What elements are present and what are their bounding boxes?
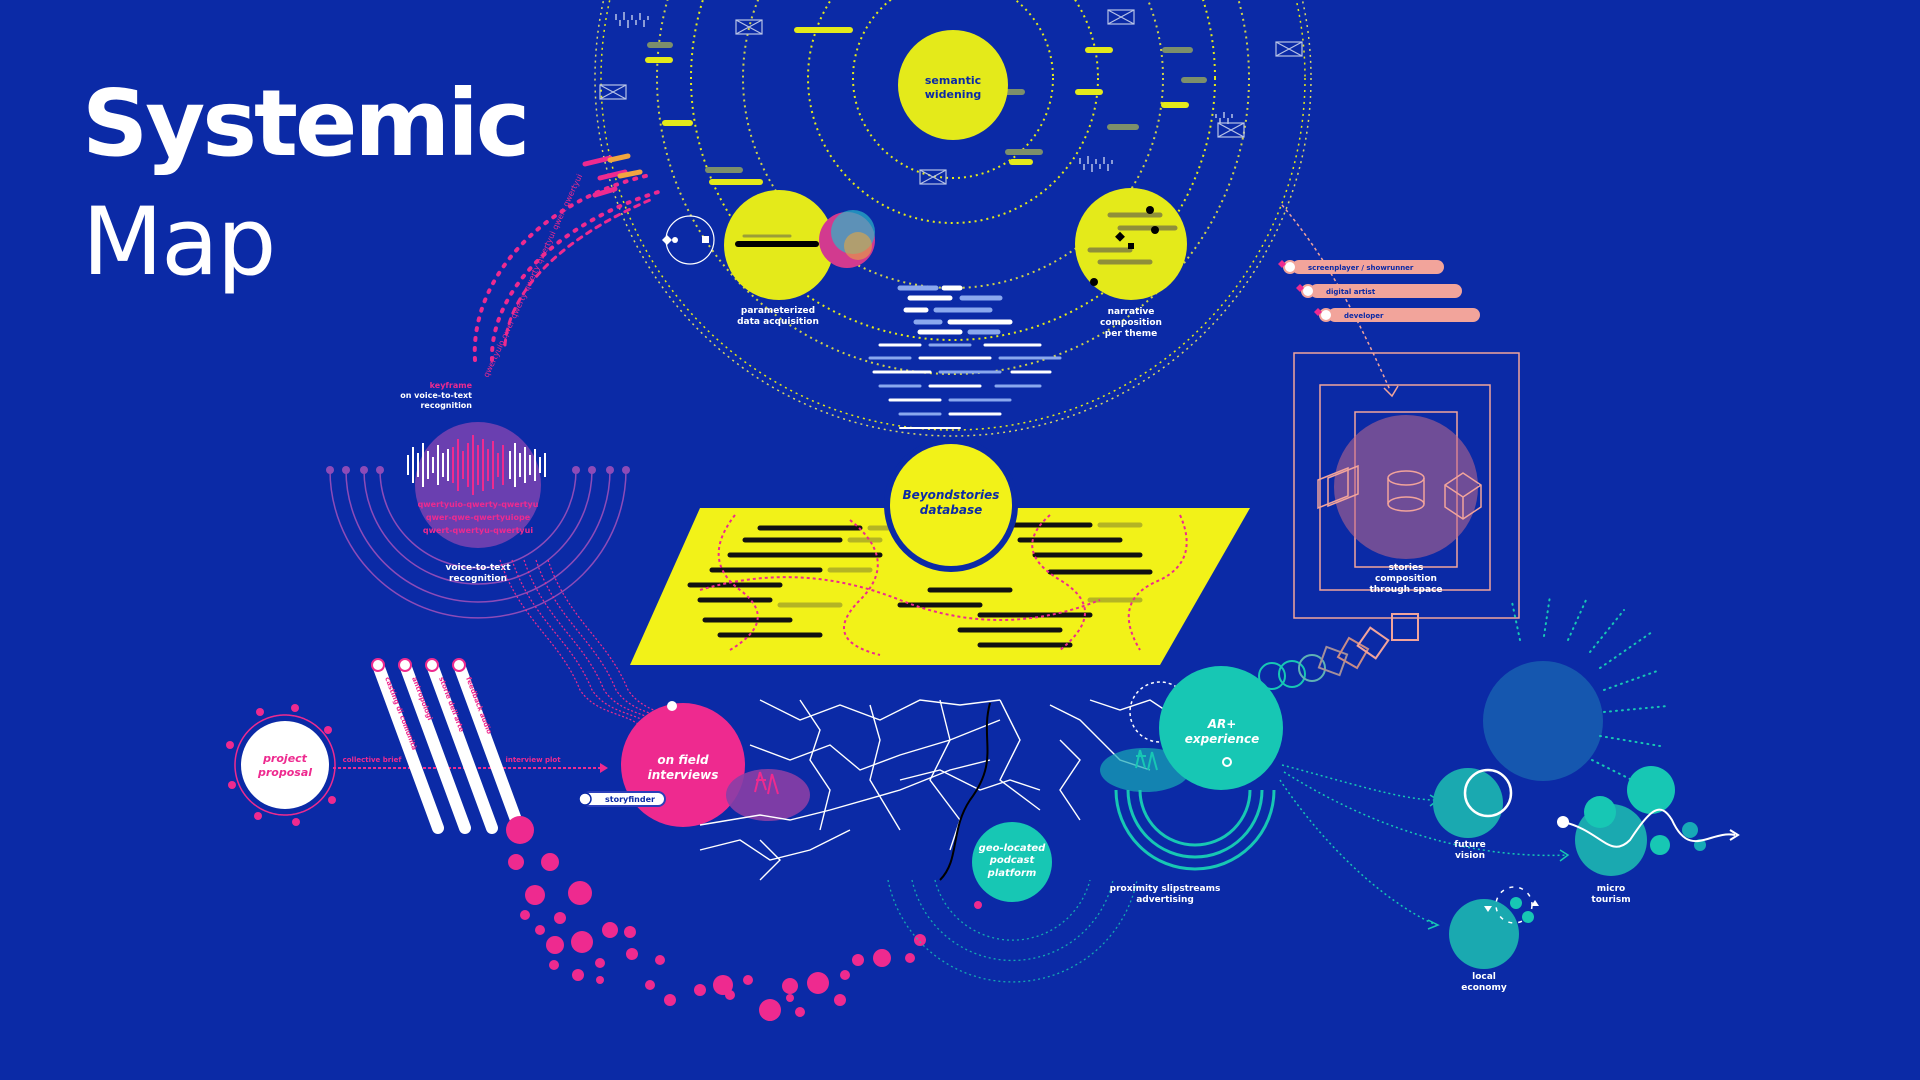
collective-brief-label: collective brief (343, 756, 403, 764)
local-economy-node: local economy (1449, 886, 1539, 993)
stories-label-2: composition (1375, 574, 1437, 584)
ar-experience-node: AR+ experience proximity slipstreams adv… (1100, 666, 1283, 905)
storyfinder-label: storyfinder (605, 795, 655, 804)
voice-arc-bars (582, 153, 643, 198)
database-label-2: database (920, 503, 983, 517)
role-pill-2: digital artist (1301, 284, 1462, 298)
ar-label-1: AR+ (1207, 717, 1237, 731)
title-map: Map (82, 188, 276, 297)
parameterized-label-2: data acquisition (737, 317, 819, 327)
future-label-1: future (1454, 840, 1486, 850)
micro-tourism-node: micro tourism (1557, 766, 1740, 905)
database-platform (630, 508, 1250, 665)
voice-arc (472, 173, 667, 362)
parameterized-node: parameterized data acquisition (662, 190, 875, 327)
data-stream (868, 285, 1062, 429)
proposal-arrow: collective brief interview plot (333, 756, 608, 773)
orbit-icons (599, 9, 1303, 185)
role-pill-3: developer (1319, 308, 1480, 322)
dot-trail (506, 816, 982, 1021)
stories-composition-node: stories composition through space (1293, 352, 1520, 619)
vision-glow (1483, 595, 1669, 785)
narrative-label-2: composition (1100, 318, 1162, 328)
outcome-arrows (1279, 764, 1569, 926)
narrative-label-1: narrative (1108, 307, 1155, 317)
orbit-bars (645, 27, 1207, 185)
micro-label-2: tourism (1591, 895, 1630, 905)
geo-label-2: podcast (989, 855, 1036, 866)
orbit-system (594, 0, 1312, 437)
project-label-2: proposal (257, 766, 312, 779)
role-pill-1: screenplayer / showrunner (1283, 260, 1444, 274)
title-systemic: Systemic (82, 70, 530, 177)
role-label-3: developer (1344, 312, 1384, 320)
geo-label-1: geo-located (979, 843, 1046, 854)
methods-stripes: casting di comunità antropologi storie d… (371, 658, 525, 834)
on-field-node: on field interviews (621, 701, 810, 827)
ar-label-2: experience (1185, 732, 1260, 746)
chain-links (1258, 613, 1419, 690)
database-label-1: Beyondstories (903, 488, 1000, 502)
proximity-label-2: advertising (1136, 895, 1194, 905)
future-vision-node: future vision (1433, 768, 1513, 861)
on-field-label-1: on field (657, 753, 709, 767)
parameterized-label-1: parameterized (741, 306, 815, 316)
voice-label-1: voice-to-text (445, 563, 511, 573)
voice-code-3: qwert-qwertyu-qwertyui (423, 526, 533, 535)
narrative-label-3: per theme (1105, 329, 1157, 339)
interview-plot-label: interview plot (505, 756, 561, 764)
geo-label-3: platform (987, 868, 1037, 879)
proximity-label-1: proximity slipstreams (1110, 884, 1221, 894)
orbit-to-stories-arrow (1383, 385, 1399, 398)
storyfinder-pill[interactable]: storyfinder (578, 791, 666, 807)
project-label-1: project (262, 752, 308, 765)
waveform-icons (615, 12, 1233, 172)
voice-to-field-lines (499, 559, 699, 741)
keyframe-label: keyframe on voice-to-text recognition (400, 381, 472, 410)
black-road (939, 702, 991, 881)
roles: screenplayer / showrunner digital artist… (1278, 260, 1480, 322)
keyframe-label-1: keyframe (430, 381, 473, 390)
keyframe-label-3: recognition (420, 401, 472, 410)
local-label-2: economy (1461, 983, 1507, 993)
project-proposal-node: project proposal (226, 704, 336, 826)
geo-podcast-node: geo-located podcast platform (887, 822, 1138, 983)
narrative-node: narrative composition per theme (1075, 188, 1187, 339)
voice-code-2: qwer-qwe-qwertyuiope (426, 513, 531, 522)
role-label-2: digital artist (1326, 288, 1376, 296)
voice-to-text-node: qwertyuio-qwerty-qwertyu qwer-qwe-qwerty… (326, 422, 630, 619)
database-node: Beyondstories database (884, 438, 1018, 572)
semantic-label-1: semantic (925, 74, 981, 87)
orbit-to-stories-path (1281, 204, 1391, 391)
local-label-1: local (1472, 972, 1496, 982)
voice-code-1: qwertyuio-qwerty-qwertyu (418, 500, 539, 509)
voice-label-2: recognition (449, 574, 507, 584)
micro-label-1: micro (1597, 884, 1625, 894)
future-label-2: vision (1455, 851, 1485, 861)
semantic-label-2: widening (925, 88, 982, 101)
keyframe-label-2: on voice-to-text (400, 391, 472, 400)
stories-label-1: stories (1389, 563, 1424, 573)
semantic-widening-node: semantic widening (898, 30, 1008, 140)
role-label-1: screenplayer / showrunner (1308, 264, 1414, 272)
stories-label-3: through space (1369, 585, 1442, 595)
on-field-label-2: interviews (648, 768, 719, 782)
